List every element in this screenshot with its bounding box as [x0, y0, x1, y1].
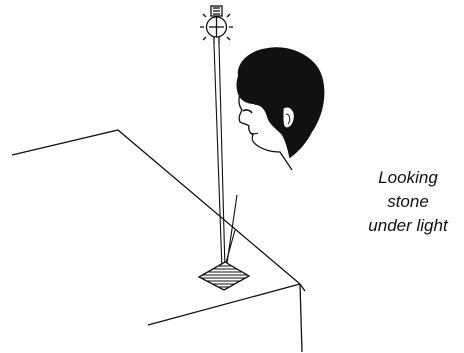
- incident-light-ray-left: [214, 44, 222, 270]
- ear: [283, 107, 295, 128]
- lamp-ray-lower-right: [227, 37, 230, 40]
- person-head-icon: [237, 47, 325, 170]
- eye: [243, 110, 252, 113]
- incident-light-ray-right: [219, 44, 225, 270]
- diagram-caption: Looking stone under light: [352, 166, 464, 238]
- caption-line-2: stone: [352, 190, 464, 214]
- light-bulb-icon: [200, 6, 233, 44]
- lamp-ray-upper-right: [227, 14, 230, 17]
- caption-line-3: under light: [352, 214, 464, 238]
- mouth: [250, 133, 258, 134]
- caption-line-1: Looking: [352, 166, 464, 190]
- table-back-edge: [12, 130, 300, 284]
- gemstone-icon: [195, 262, 255, 290]
- light-rays: [214, 44, 237, 270]
- lamp-ray-lower-left: [203, 37, 206, 40]
- table: [12, 130, 305, 352]
- table-leg: [300, 284, 302, 352]
- hair: [237, 47, 325, 158]
- lamp-ray-upper-left: [203, 14, 206, 17]
